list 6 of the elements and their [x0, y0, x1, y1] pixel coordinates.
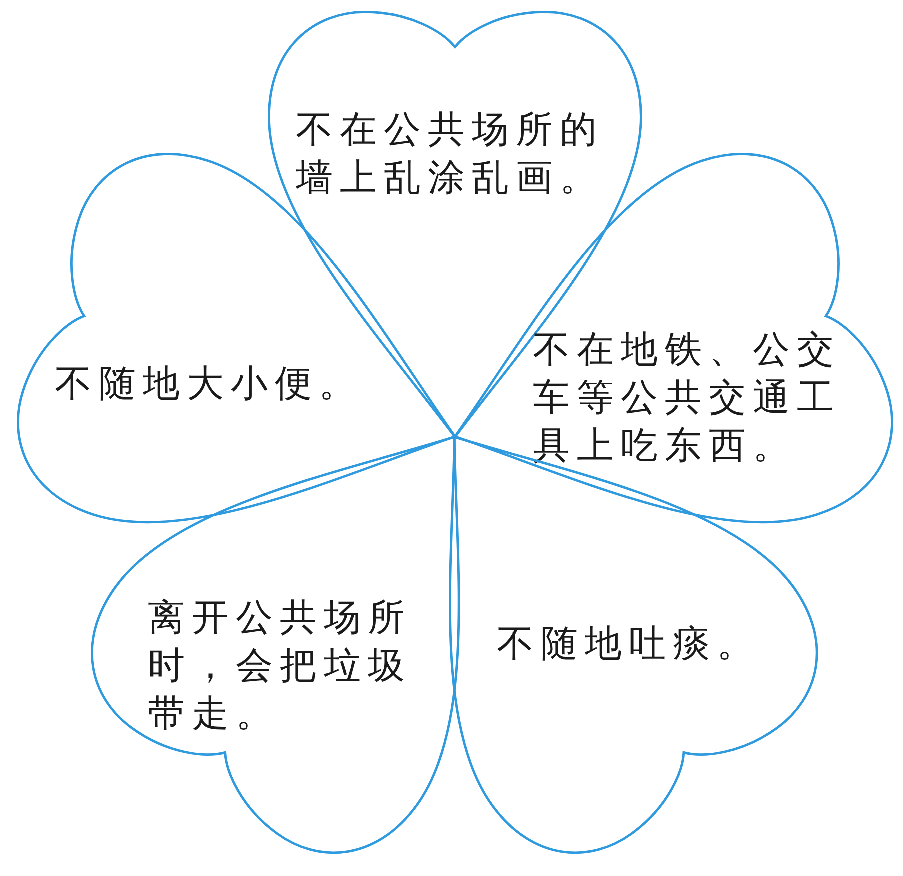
statement-text: 不在公共场所的墙上乱涂乱画。: [296, 106, 605, 201]
statement-text: 不随地吐痰。: [496, 620, 761, 667]
statement-text: 不随地大小便。: [54, 360, 363, 407]
statement-text: 不在地铁、公交车等公共交通工具上吃东西。: [532, 326, 842, 469]
statement-text: 离开公共场所时，会把垃圾带走。: [148, 594, 413, 737]
heart-shape: [91, 436, 461, 854]
